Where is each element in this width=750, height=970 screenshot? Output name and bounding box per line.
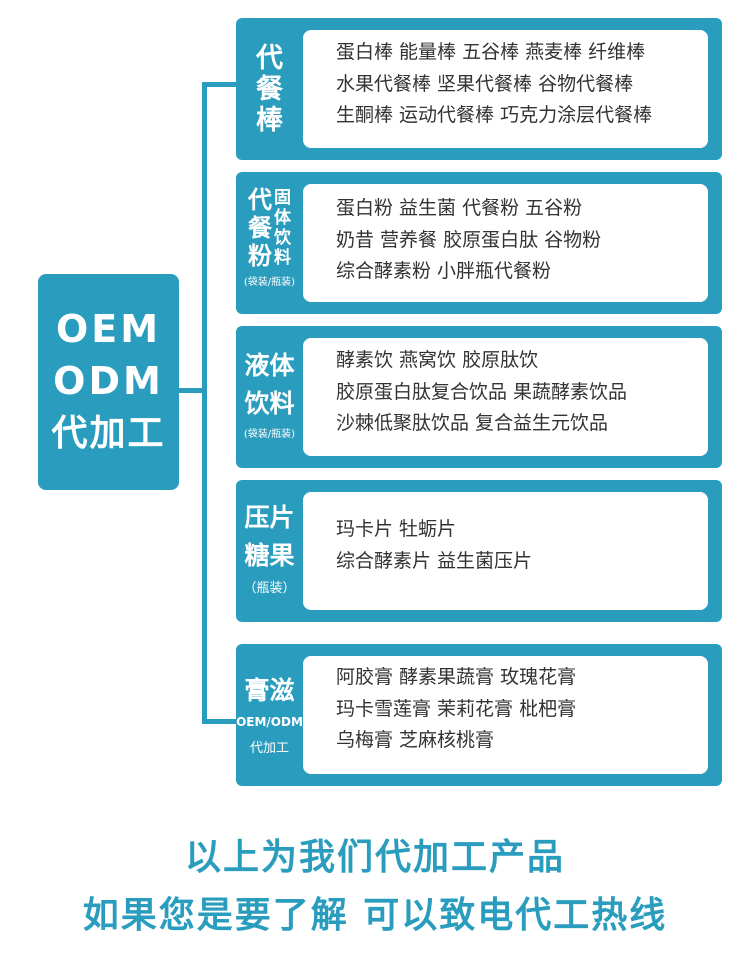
product-row: 综合酵素片 益生菌压片 — [336, 549, 533, 572]
product-row: 沙棘低聚肽饮品 复合益生元饮品 — [336, 412, 609, 434]
root-line-odm: ODM — [53, 359, 164, 403]
category-label: 代 餐 粉 固 体 饮 料 (袋装/瓶装) — [236, 172, 303, 314]
label-char: 粉 — [248, 242, 272, 270]
category-label: 压片 糖果 （瓶装） — [236, 480, 303, 622]
product-row: 生酮棒 运动代餐棒 巧克力涂层代餐棒 — [336, 104, 653, 126]
label-char: 体 — [274, 208, 291, 228]
category-liquid-drink: 液体 饮料 (袋装/瓶装) 酵素饮 燕窝饮 胶原肽饮 胶原蛋白肽复合饮品 果蔬酵… — [236, 326, 722, 468]
category-meal-powder: 代 餐 粉 固 体 饮 料 (袋装/瓶装) 蛋白粉 益生菌 代餐粉 五谷粉 奶昔… — [236, 172, 722, 314]
product-row: 蛋白棒 能量棒 五谷棒 燕麦棒 纤维棒 — [336, 41, 646, 63]
label-line: 液体 — [244, 351, 295, 380]
label-line: 糖果 — [244, 541, 295, 570]
product-list: 玛卡片 牡蛎片 综合酵素片 益生菌压片 — [303, 492, 708, 610]
root-line-processing: 代加工 — [51, 413, 166, 454]
product-row: 胶原蛋白肽复合饮品 果蔬酵素饮品 — [336, 380, 628, 403]
label-char: 代 — [248, 186, 272, 214]
category-label: 液体 饮料 (袋装/瓶装) — [236, 326, 303, 468]
product-list: 蛋白粉 益生菌 代餐粉 五谷粉 奶昔 营养餐 胶原蛋白肽 谷物粉 综合酵素粉 小… — [303, 184, 708, 302]
product-row: 水果代餐棒 坚果代餐棒 谷物代餐棒 — [336, 72, 634, 95]
category-label: 膏滋 OEM/ODM 代加工 — [236, 644, 303, 786]
product-list: 蛋白棒 能量棒 五谷棒 燕麦棒 纤维棒 水果代餐棒 坚果代餐棒 谷物代餐棒 生酮… — [303, 30, 708, 148]
product-row: 玛卡片 牡蛎片 — [336, 518, 457, 540]
label-note: （瓶装） — [243, 581, 296, 596]
connector-branch-5 — [202, 719, 236, 724]
label-note: (袋装/瓶装) — [243, 429, 296, 440]
product-row: 蛋白粉 益生菌 代餐粉 五谷粉 — [336, 197, 583, 219]
footer-line-2: 如果您是要了解 可以致电代工热线 — [82, 895, 668, 936]
product-list: 酵素饮 燕窝饮 胶原肽饮 胶原蛋白肽复合饮品 果蔬酵素饮品 沙棘低聚肽饮品 复合… — [303, 338, 708, 456]
label-char: 饮 — [274, 228, 291, 248]
category-meal-bar: 代 餐 棒 蛋白棒 能量棒 五谷棒 燕麦棒 纤维棒 水果代餐棒 坚果代餐棒 谷物… — [236, 18, 722, 160]
category-paste: 膏滋 OEM/ODM 代加工 阿胶膏 酵素果蔬膏 玫瑰花膏 玛卡雪莲膏 茉莉花膏… — [236, 644, 722, 786]
label-char: 餐 — [256, 73, 283, 105]
product-list: 阿胶膏 酵素果蔬膏 玫瑰花膏 玛卡雪莲膏 茉莉花膏 枇杷膏 乌梅膏 芝麻核桃膏 — [303, 656, 708, 774]
label-line: 压片 — [244, 503, 295, 532]
label-char: 棒 — [256, 104, 283, 136]
product-row: 玛卡雪莲膏 茉莉花膏 枇杷膏 — [336, 697, 577, 720]
label-sub: OEM/ODM — [236, 714, 303, 729]
product-row: 酵素饮 燕窝饮 胶原肽饮 — [336, 349, 539, 371]
category-tablet-candy: 压片 糖果 （瓶装） 玛卡片 牡蛎片 综合酵素片 益生菌压片 — [236, 480, 722, 622]
label-char: 餐 — [248, 214, 272, 242]
root-line-oem: OEM — [55, 307, 162, 351]
label-char: 料 — [274, 248, 291, 268]
footer-line-1: 以上为我们代加工产品 — [184, 837, 565, 878]
connector-branch-1 — [202, 82, 236, 87]
label-line: 膏滋 — [244, 675, 295, 705]
label-sub: 代加工 — [249, 740, 289, 756]
product-row: 综合酵素粉 小胖瓶代餐粉 — [336, 260, 552, 282]
label-char: 代 — [256, 42, 283, 74]
label-char: 固 — [274, 188, 291, 208]
category-label: 代 餐 棒 — [236, 18, 303, 160]
connector-trunk — [202, 82, 207, 723]
product-row: 奶昔 营养餐 胶原蛋白肽 谷物粉 — [336, 228, 602, 251]
label-line: 饮料 — [244, 389, 295, 418]
product-row: 乌梅膏 芝麻核桃膏 — [336, 729, 495, 751]
product-row: 阿胶膏 酵素果蔬膏 玫瑰花膏 — [336, 666, 577, 688]
label-note: (袋装/瓶装) — [243, 277, 296, 288]
root-node: OEM ODM 代加工 — [38, 274, 179, 490]
connector-root-stub — [179, 388, 205, 393]
